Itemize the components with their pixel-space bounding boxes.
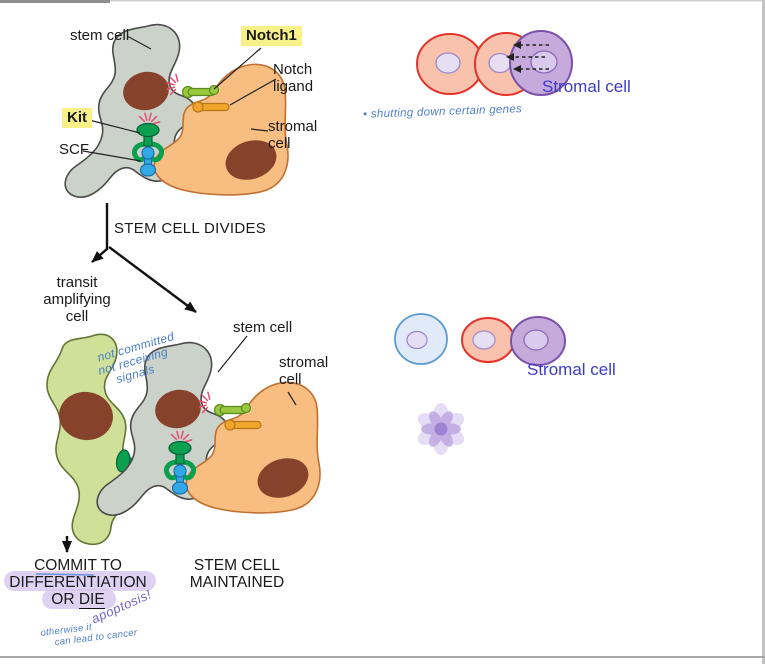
stem-cell-maintained-label: STEM CELL MAINTAINED	[189, 557, 285, 591]
flower-doodle	[417, 403, 465, 455]
commit-to-differentiation-label: COMMIT TO DIFFERENTIATION OR DIE	[3, 557, 153, 609]
notch1-label: Notch1	[241, 26, 302, 46]
cells-sketch-mid	[394, 313, 566, 366]
notch-ligand-label: Notch ligand	[273, 61, 314, 95]
stromal-cell-label-right-mid: Stromal cell	[527, 360, 616, 379]
stromal-cell-label-bottom: stromal cell	[279, 354, 329, 388]
transit-amplifying-label: transit amplifying cell	[43, 274, 111, 325]
stromal-cell-label-right-top: Stromal cell	[542, 77, 631, 96]
top-leader-lines	[82, 35, 277, 162]
stem-cell-label-bottom: stem cell	[233, 319, 293, 336]
commit-line2: DIFFERENTIATION	[9, 574, 147, 591]
divides-arrows	[91, 203, 197, 313]
commit-underline	[35, 573, 95, 576]
dividing-cells-sketch-top	[416, 30, 573, 96]
stem-cell-label-top: stem cell	[70, 27, 130, 44]
scf-label: SCF	[59, 141, 89, 158]
kit-label: Kit	[62, 108, 92, 128]
stromal-cell-label-top: stromal cell	[268, 118, 318, 152]
commit-line3: OR DIE	[51, 591, 105, 609]
commit-line1: COMMIT TO	[34, 557, 122, 574]
bottom-leader-lines	[217, 335, 297, 406]
signal-dashed-arrows	[506, 41, 549, 73]
die-underlined: DIE	[78, 591, 105, 609]
stem-stromal-pair-top	[65, 25, 288, 198]
purple-highlighter	[4, 571, 156, 609]
stem-cell-divides-label: STEM CELL DIVIDES	[114, 220, 267, 237]
